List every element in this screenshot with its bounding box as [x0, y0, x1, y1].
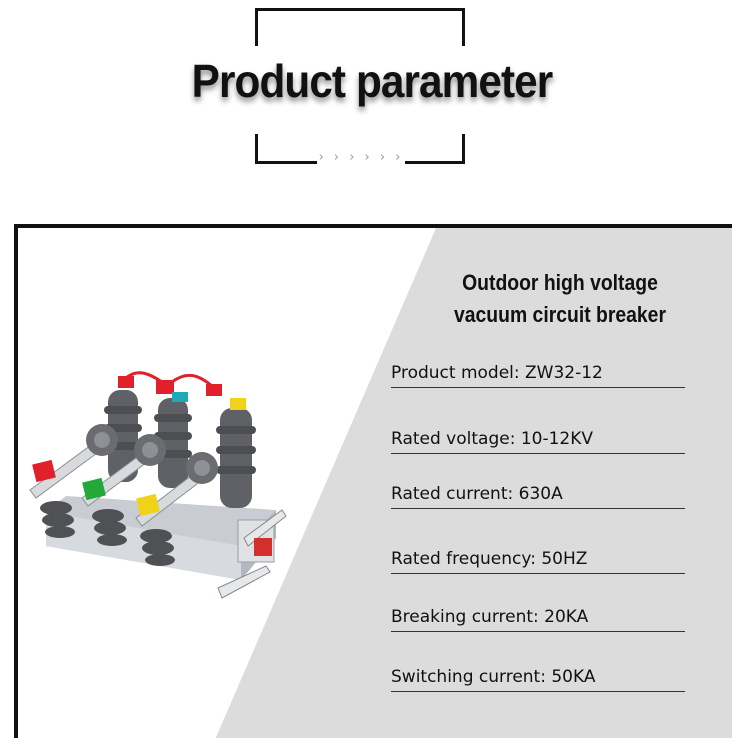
header-frame-bottom-left: [255, 134, 317, 164]
param-rated-frequency: Rated frequency: 50HZ: [391, 548, 685, 574]
chevron-right-icon: › › › › › ›: [318, 150, 404, 165]
product-panel: [14, 224, 732, 738]
param-rated-current: Rated current: 630A: [391, 483, 685, 509]
header-frame-top: [255, 8, 465, 46]
circuit-breaker-image: [29, 371, 287, 599]
panel-grey-background: [215, 228, 732, 738]
param-product-model: Product model: ZW32-12: [391, 362, 685, 388]
param-rated-voltage: Rated voltage: 10-12KV: [391, 428, 685, 454]
product-heading-line2: vacuum circuit breaker: [454, 302, 666, 327]
header-frame-bottom-right: [405, 134, 465, 164]
param-switching-current: Switching current: 50KA: [391, 666, 685, 692]
param-breaking-current: Breaking current: 20KA: [391, 606, 685, 632]
page-title: Product parameter: [191, 55, 554, 107]
product-heading-line1: Outdoor high voltage: [462, 270, 658, 295]
